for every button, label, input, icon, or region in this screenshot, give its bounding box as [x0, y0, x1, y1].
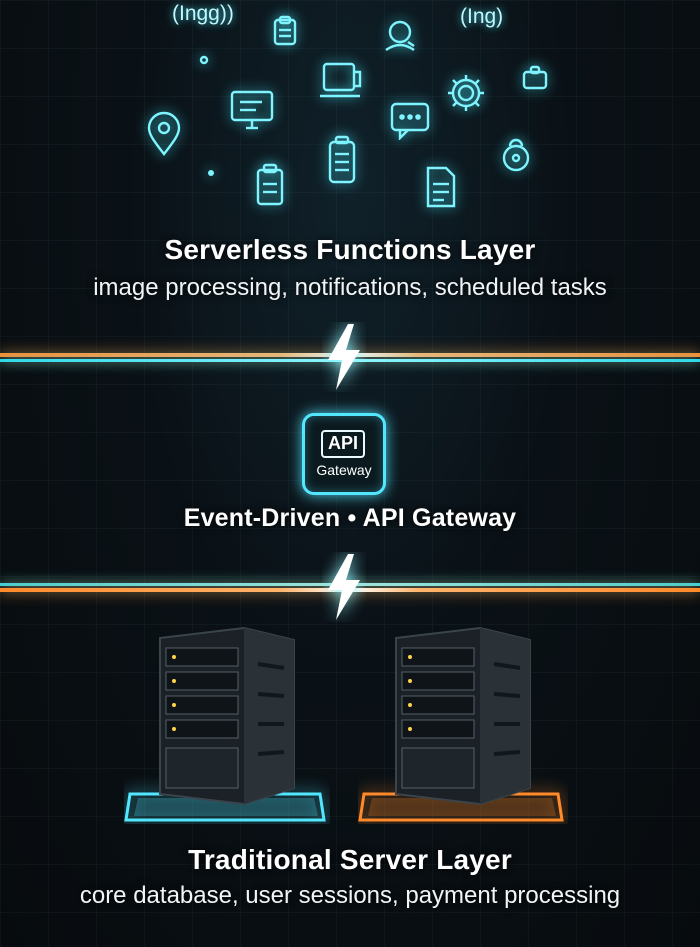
serverless-layer-title: Serverless Functions Layer — [164, 234, 536, 265]
dot-icon — [206, 168, 216, 178]
database-icon — [322, 134, 362, 188]
traditional-layer-title: Traditional Server Layer — [188, 844, 512, 875]
gateway-caption: Event-Driven • API Gateway — [183, 504, 517, 532]
chat-icon — [388, 100, 432, 140]
floating-label-ing: (Ing) — [460, 5, 504, 28]
serverless-layer-subtitle: image processing, notifications, schedul… — [93, 274, 607, 301]
gateway-label: Gateway — [316, 462, 372, 478]
lock-icon — [496, 136, 536, 176]
lightning-bolt-icon — [322, 552, 366, 627]
document-icon — [420, 164, 460, 210]
floating-label-ingg: (Ingg)) — [172, 2, 234, 25]
monitor-icon — [228, 88, 276, 132]
traditional-layer-subtitle: core database, user sessions, payment pr… — [79, 882, 621, 909]
lightning-bolt-icon — [322, 322, 366, 397]
headset-icon — [378, 14, 422, 54]
clipboard-icon — [268, 14, 302, 48]
location-pin-icon — [143, 110, 185, 158]
server-rack-cyan — [124, 624, 330, 829]
laptop-icon — [316, 58, 364, 102]
notes-icon — [252, 162, 288, 212]
toggle-icon — [520, 64, 550, 92]
gear-icon — [443, 70, 489, 116]
dot-icon — [198, 54, 210, 66]
api-tag: API — [321, 430, 365, 458]
server-rack-orange — [358, 624, 568, 829]
api-gateway-icon: API Gateway — [302, 413, 386, 495]
